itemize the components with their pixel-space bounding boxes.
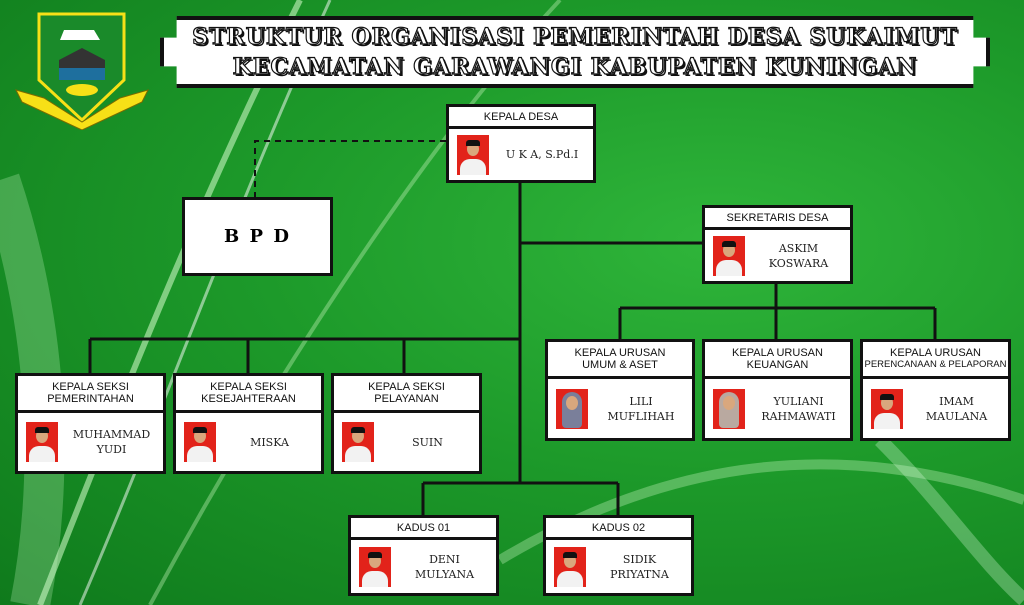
person-name: MUHAMMAD YUDI (72, 428, 151, 456)
role-label: KEPALA SEKSI (52, 381, 129, 393)
person-name: YULIANI RAHMAWATI (761, 394, 836, 423)
role-sublabel: UMUM & ASET (582, 359, 658, 371)
role-sublabel: PEMERINTAHAN (47, 393, 134, 405)
role-label: KEPALA URUSAN (732, 347, 823, 359)
role-label: SEKRETARIS DESA (705, 208, 850, 230)
person-photo (342, 422, 374, 462)
kepala-desa-box: KEPALA DESA U K A, S.Pd.I (446, 104, 596, 183)
role-sublabel: PELAYANAN (374, 393, 439, 405)
kadus-02-box: KADUS 02 SIDIK PRIYATNA (543, 515, 694, 596)
person-name: LILI MUFLIHAH (607, 394, 675, 423)
person-name: U K A, S.Pd.I (505, 148, 579, 161)
person-photo (26, 422, 58, 462)
person-photo (871, 388, 903, 429)
bpd-label: B P D (224, 226, 291, 247)
title-line-1: STRUKTUR ORGANISASI PEMERINTAH DESA SUKA… (192, 23, 958, 50)
role-label: KEPALA SEKSI (210, 381, 287, 393)
kuningan-regency-logo (14, 10, 150, 131)
role-label: KEPALA URUSAN (890, 347, 981, 359)
person-photo (556, 388, 588, 429)
role-label: KADUS 01 (351, 518, 496, 540)
person-name: IMAM MAULANA (925, 394, 988, 423)
role-label: KADUS 02 (546, 518, 691, 540)
person-photo (457, 134, 489, 175)
person-name: SIDIK PRIYATNA (610, 552, 669, 581)
sekretaris-desa-box: SEKRETARIS DESA ASKIM KOSWARA (702, 205, 853, 284)
page-title: STRUKTUR ORGANISASI PEMERINTAH DESA SUKA… (160, 16, 990, 88)
kadus-01-box: KADUS 01 DENI MULYANA (348, 515, 499, 596)
role-label: KEPALA DESA (449, 107, 593, 129)
role-sublabel: KEUANGAN (746, 359, 809, 371)
person-name: DENI MULYANA (414, 552, 475, 581)
person-name: ASKIM KOSWARA (768, 241, 829, 270)
person-photo (713, 388, 745, 429)
person-name: MISKA (250, 435, 289, 449)
role-sublabel: KESEJAHTERAAN (201, 393, 296, 405)
role-label: KEPALA URUSAN (574, 347, 666, 359)
person-photo (713, 235, 745, 276)
role-label: KEPALA SEKSI (368, 381, 445, 393)
title-line-2: KECAMATAN GARAWANGI KABUPATEN KUNINGAN (232, 53, 918, 80)
person-name: SUIN (412, 435, 443, 449)
bpd-box: B P D (182, 197, 333, 276)
person-photo (554, 546, 586, 587)
person-photo (184, 422, 216, 462)
role-sublabel: PERENCANAAN & PELAPORAN (864, 359, 1007, 370)
person-photo (359, 546, 391, 587)
